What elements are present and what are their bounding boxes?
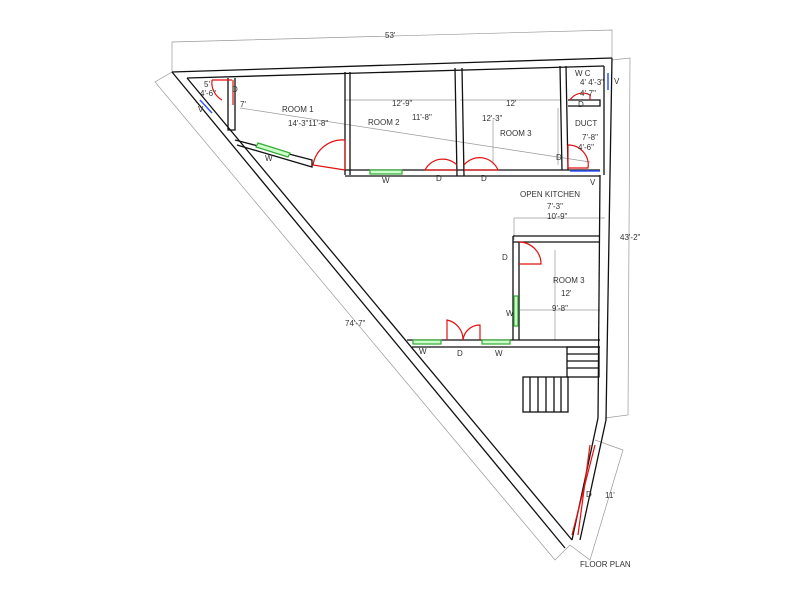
wc-dims2: 4'-7": [580, 89, 596, 98]
doors: [211, 79, 596, 536]
dim-bottom-right: 11': [605, 491, 615, 500]
door-tag: D: [556, 153, 562, 162]
duct-dims: 7'-8": [582, 133, 598, 142]
room1-dims: 14'-3"11'-8": [288, 119, 328, 128]
duct-label: DUCT: [575, 119, 597, 128]
dim-diagonal: 74'-7": [345, 319, 366, 328]
plan-title: FLOOR PLAN: [580, 560, 631, 569]
windows: [255, 142, 519, 345]
corner-dim-3: 7': [240, 100, 246, 109]
door-tag: D: [232, 85, 238, 94]
outer-walls: [171, 57, 613, 549]
room2-depth: 11'-8": [412, 113, 432, 122]
vent-tag: V: [590, 178, 596, 187]
vents: [199, 73, 609, 172]
room3-top-label: ROOM 3: [500, 129, 532, 138]
corner-dim-2: 4'-6": [200, 89, 216, 98]
kitchen-label: OPEN KITCHEN: [520, 190, 580, 199]
vent-tag: V: [614, 77, 620, 86]
wc-label: W C: [575, 69, 591, 78]
room3-bottom-width: 12': [561, 289, 572, 298]
door-tag: D: [457, 349, 463, 358]
corner-dim-1: 5': [204, 80, 210, 89]
vent-tag: V: [198, 105, 204, 114]
stairs: [522, 346, 600, 413]
room3-bottom-depth: 9'-8": [552, 304, 568, 313]
kitchen-dims: 7'-3": [547, 202, 563, 211]
room3-top-depth: 12'-3": [482, 114, 503, 123]
door-tag: D: [436, 174, 442, 183]
room1-label: ROOM 1: [282, 105, 314, 114]
room3-top-width: 12': [506, 99, 517, 108]
door-tag: D: [481, 174, 487, 183]
window-tag: W: [506, 309, 514, 318]
dim-right: 43'-2": [620, 233, 641, 242]
wc-dims: 4' 4'-3": [580, 78, 604, 87]
dim-top: 53': [385, 31, 396, 40]
window-tag: W: [382, 176, 390, 185]
door-tag: D: [502, 253, 508, 262]
room3-bottom-label: ROOM 3: [553, 276, 585, 285]
window-tag: W: [495, 349, 503, 358]
duct-dims2: 4'-6": [578, 143, 594, 152]
dimension-lines: [154, 29, 631, 561]
kitchen-dims2: 10'-9": [547, 212, 568, 221]
room2-label: ROOM 2: [368, 118, 400, 127]
door-tag: D: [578, 100, 584, 109]
window-tag: W: [419, 347, 427, 356]
room2-width: 12'-9": [392, 99, 413, 108]
door-tag: D: [586, 490, 592, 499]
window-tag: W: [265, 154, 273, 163]
